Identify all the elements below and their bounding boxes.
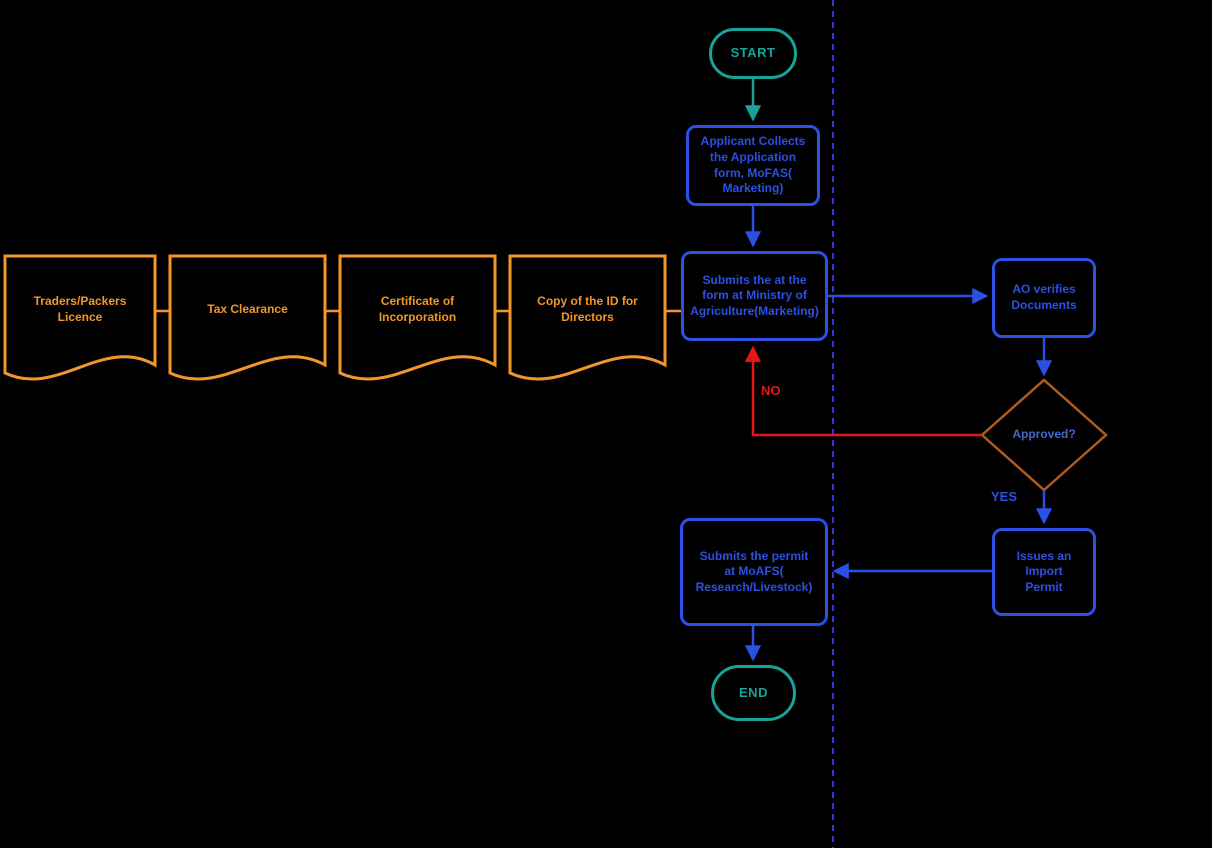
yes-branch-label: YES	[991, 489, 1018, 504]
document-shape-traders-packers-licence	[3, 254, 157, 381]
document-label-certificate-of-incorporation: Certificate of Incorporation	[378, 294, 457, 324]
no-branch-label: NO	[761, 383, 781, 398]
document-label-traders-packers-licence: Traders/Packers Licence	[33, 294, 127, 324]
process-submit-permit: Submits the permit at MoAFS( Research/Li…	[680, 518, 828, 626]
edge-approved-no-to-submit-form	[744, 345, 982, 437]
document-label-copy-of-id: Copy of the ID for Directors	[537, 294, 638, 324]
document-label-tax-clearance: Tax Clearance	[207, 302, 288, 317]
process-ao-verifies: AO verifies Documents	[992, 258, 1096, 338]
process-collect-form: Applicant Collects the Application form,…	[686, 125, 820, 206]
decision-approved-label: Approved?	[1012, 427, 1076, 442]
process-submit-form: Submits the at the form at Ministry of A…	[681, 251, 828, 341]
document-shape-certificate-of-incorporation	[338, 254, 497, 381]
start-terminator: START	[709, 28, 797, 79]
document-shape-copy-of-id	[508, 254, 667, 381]
end-terminator: END	[711, 665, 796, 721]
process-issues-permit: Issues an Import Permit	[992, 528, 1096, 616]
document-shape-tax-clearance	[168, 254, 327, 381]
